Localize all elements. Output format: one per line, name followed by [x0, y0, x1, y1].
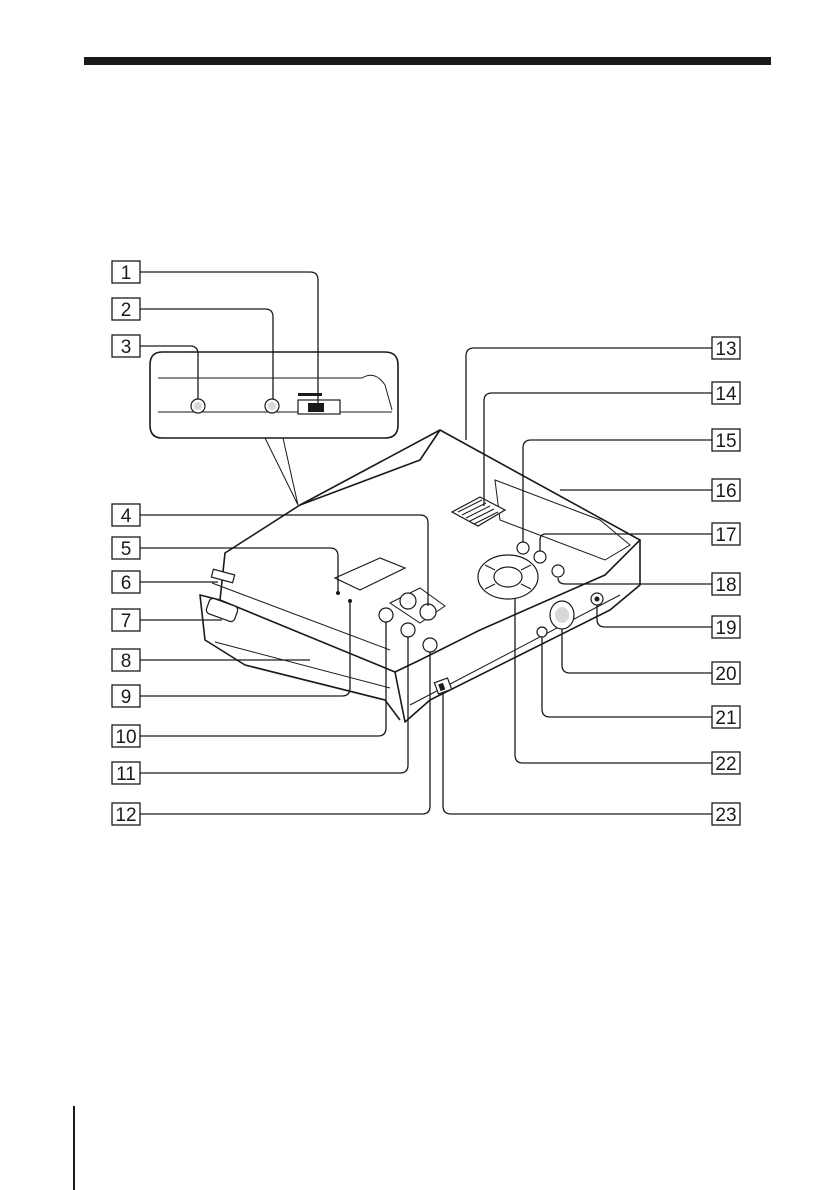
button-17 [534, 551, 546, 563]
jack-19-core [595, 597, 600, 602]
speaker-grille [452, 497, 505, 526]
inset-frame [150, 352, 398, 438]
button-18 [552, 565, 564, 577]
connector-jack [550, 601, 574, 629]
button-10 [379, 608, 393, 622]
front-slot [205, 597, 239, 622]
inset-pointer [265, 438, 298, 505]
callout-22: 22 [712, 752, 740, 775]
callout-8: 8 [112, 649, 140, 672]
svg-text:9: 9 [121, 687, 132, 708]
callout-9: 9 [112, 685, 140, 708]
callout-17: 17 [712, 523, 740, 546]
callout-5: 5 [112, 537, 140, 560]
svg-text:12: 12 [115, 805, 136, 826]
callout-23: 23 [712, 803, 740, 826]
device-illustration [200, 430, 640, 722]
jack-21 [537, 627, 547, 637]
callout-7: 7 [112, 609, 140, 632]
transport-cluster-frame [390, 588, 445, 623]
device-front-groove [212, 583, 390, 650]
svg-text:10: 10 [115, 727, 136, 748]
leader-lines [140, 272, 712, 814]
callout-20: 20 [712, 662, 740, 685]
svg-text:15: 15 [715, 431, 736, 452]
callout-14: 14 [712, 382, 740, 405]
prev-track-button [400, 593, 416, 609]
svg-text:3: 3 [121, 337, 132, 358]
svg-text:5: 5 [121, 539, 132, 560]
svg-text:14: 14 [715, 384, 737, 405]
svg-text:18: 18 [715, 575, 736, 596]
left-lever [211, 569, 234, 582]
svg-text:11: 11 [116, 764, 136, 785]
svg-text:1: 1 [121, 263, 132, 284]
svg-text:6: 6 [121, 573, 132, 594]
callout-16: 16 [712, 479, 740, 502]
svg-text:4: 4 [121, 506, 132, 527]
callout-21: 21 [712, 706, 740, 729]
svg-text:16: 16 [715, 481, 736, 502]
svg-text:8: 8 [121, 651, 132, 672]
device-bottom-groove [215, 642, 390, 688]
display-window [335, 558, 405, 590]
next-track-button [420, 604, 436, 620]
callout-10: 10 [112, 725, 140, 748]
callout-13: 13 [712, 337, 740, 360]
svg-text:17: 17 [715, 525, 736, 546]
callout-2: 2 [112, 298, 140, 321]
indicator-dot-9 [348, 599, 352, 603]
callout-1: 1 [112, 261, 140, 284]
svg-text:20: 20 [715, 664, 736, 685]
svg-text:21: 21 [715, 708, 736, 729]
button-12 [423, 638, 437, 652]
inset-slide-switch-knob [308, 403, 324, 412]
callout-15: 15 [712, 429, 740, 452]
indicator-dot-5 [336, 591, 340, 595]
device-lid-panel [495, 480, 630, 560]
callout-19: 19 [712, 616, 740, 639]
svg-text:22: 22 [715, 754, 736, 775]
button-15 [517, 542, 529, 554]
callout-11: 11 [112, 762, 140, 785]
svg-text:2: 2 [121, 300, 132, 321]
callout-6: 6 [112, 571, 140, 594]
svg-text:7: 7 [121, 611, 132, 632]
inset-jack-3-core [194, 402, 202, 410]
device-top-surface [220, 430, 640, 672]
button-11 [401, 623, 415, 637]
inset-jack-2-core [268, 402, 276, 410]
svg-text:23: 23 [715, 805, 736, 826]
callout-4: 4 [112, 504, 140, 527]
callout-12: 12 [112, 803, 140, 826]
directional-pad [478, 555, 538, 599]
callout-3: 3 [112, 335, 140, 358]
callout-18: 18 [712, 573, 740, 596]
svg-text:19: 19 [715, 618, 736, 639]
svg-text:13: 13 [715, 339, 736, 360]
